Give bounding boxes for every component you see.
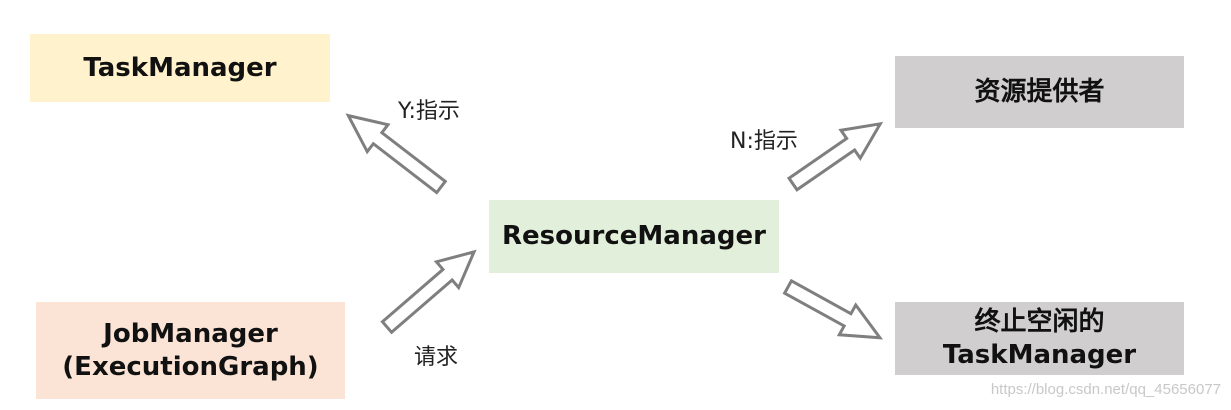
arrow-request-to-resourcemanager: [380, 249, 477, 335]
resourcemanager-node-label: ResourceManager: [502, 221, 766, 252]
edge-label-request: 请求: [414, 345, 459, 370]
arrow-no-to-provider: [786, 121, 884, 192]
resourcemanager-node: ResourceManager: [489, 200, 779, 273]
jobmanager-node-label-line1: JobManager: [103, 319, 278, 349]
resource-provider-node-label: 资源提供者: [974, 76, 1105, 107]
taskmanager-node-label: TaskManager: [83, 52, 277, 83]
idle-taskmanager-node: 终止空闲的 TaskManager: [895, 302, 1184, 375]
resource-provider-node: 资源提供者: [895, 56, 1184, 128]
watermark: https://blog.csdn.net/qq_45656077: [990, 381, 1221, 398]
idle-taskmanager-node-label-line1: 终止空闲的: [974, 307, 1105, 337]
arrow-yes-to-taskmanager: [345, 113, 448, 195]
edge-label-yes-instruct: Y:指示: [398, 99, 460, 124]
jobmanager-node-label-line2: (ExecutionGraph): [62, 351, 319, 382]
taskmanager-node: TaskManager: [30, 34, 330, 102]
idle-taskmanager-node-label-line2: TaskManager: [942, 339, 1137, 370]
arrow-to-idle-taskmanager: [782, 278, 884, 340]
jobmanager-node: JobManager (ExecutionGraph): [36, 302, 345, 399]
edge-label-no-instruct: N:指示: [730, 129, 798, 154]
